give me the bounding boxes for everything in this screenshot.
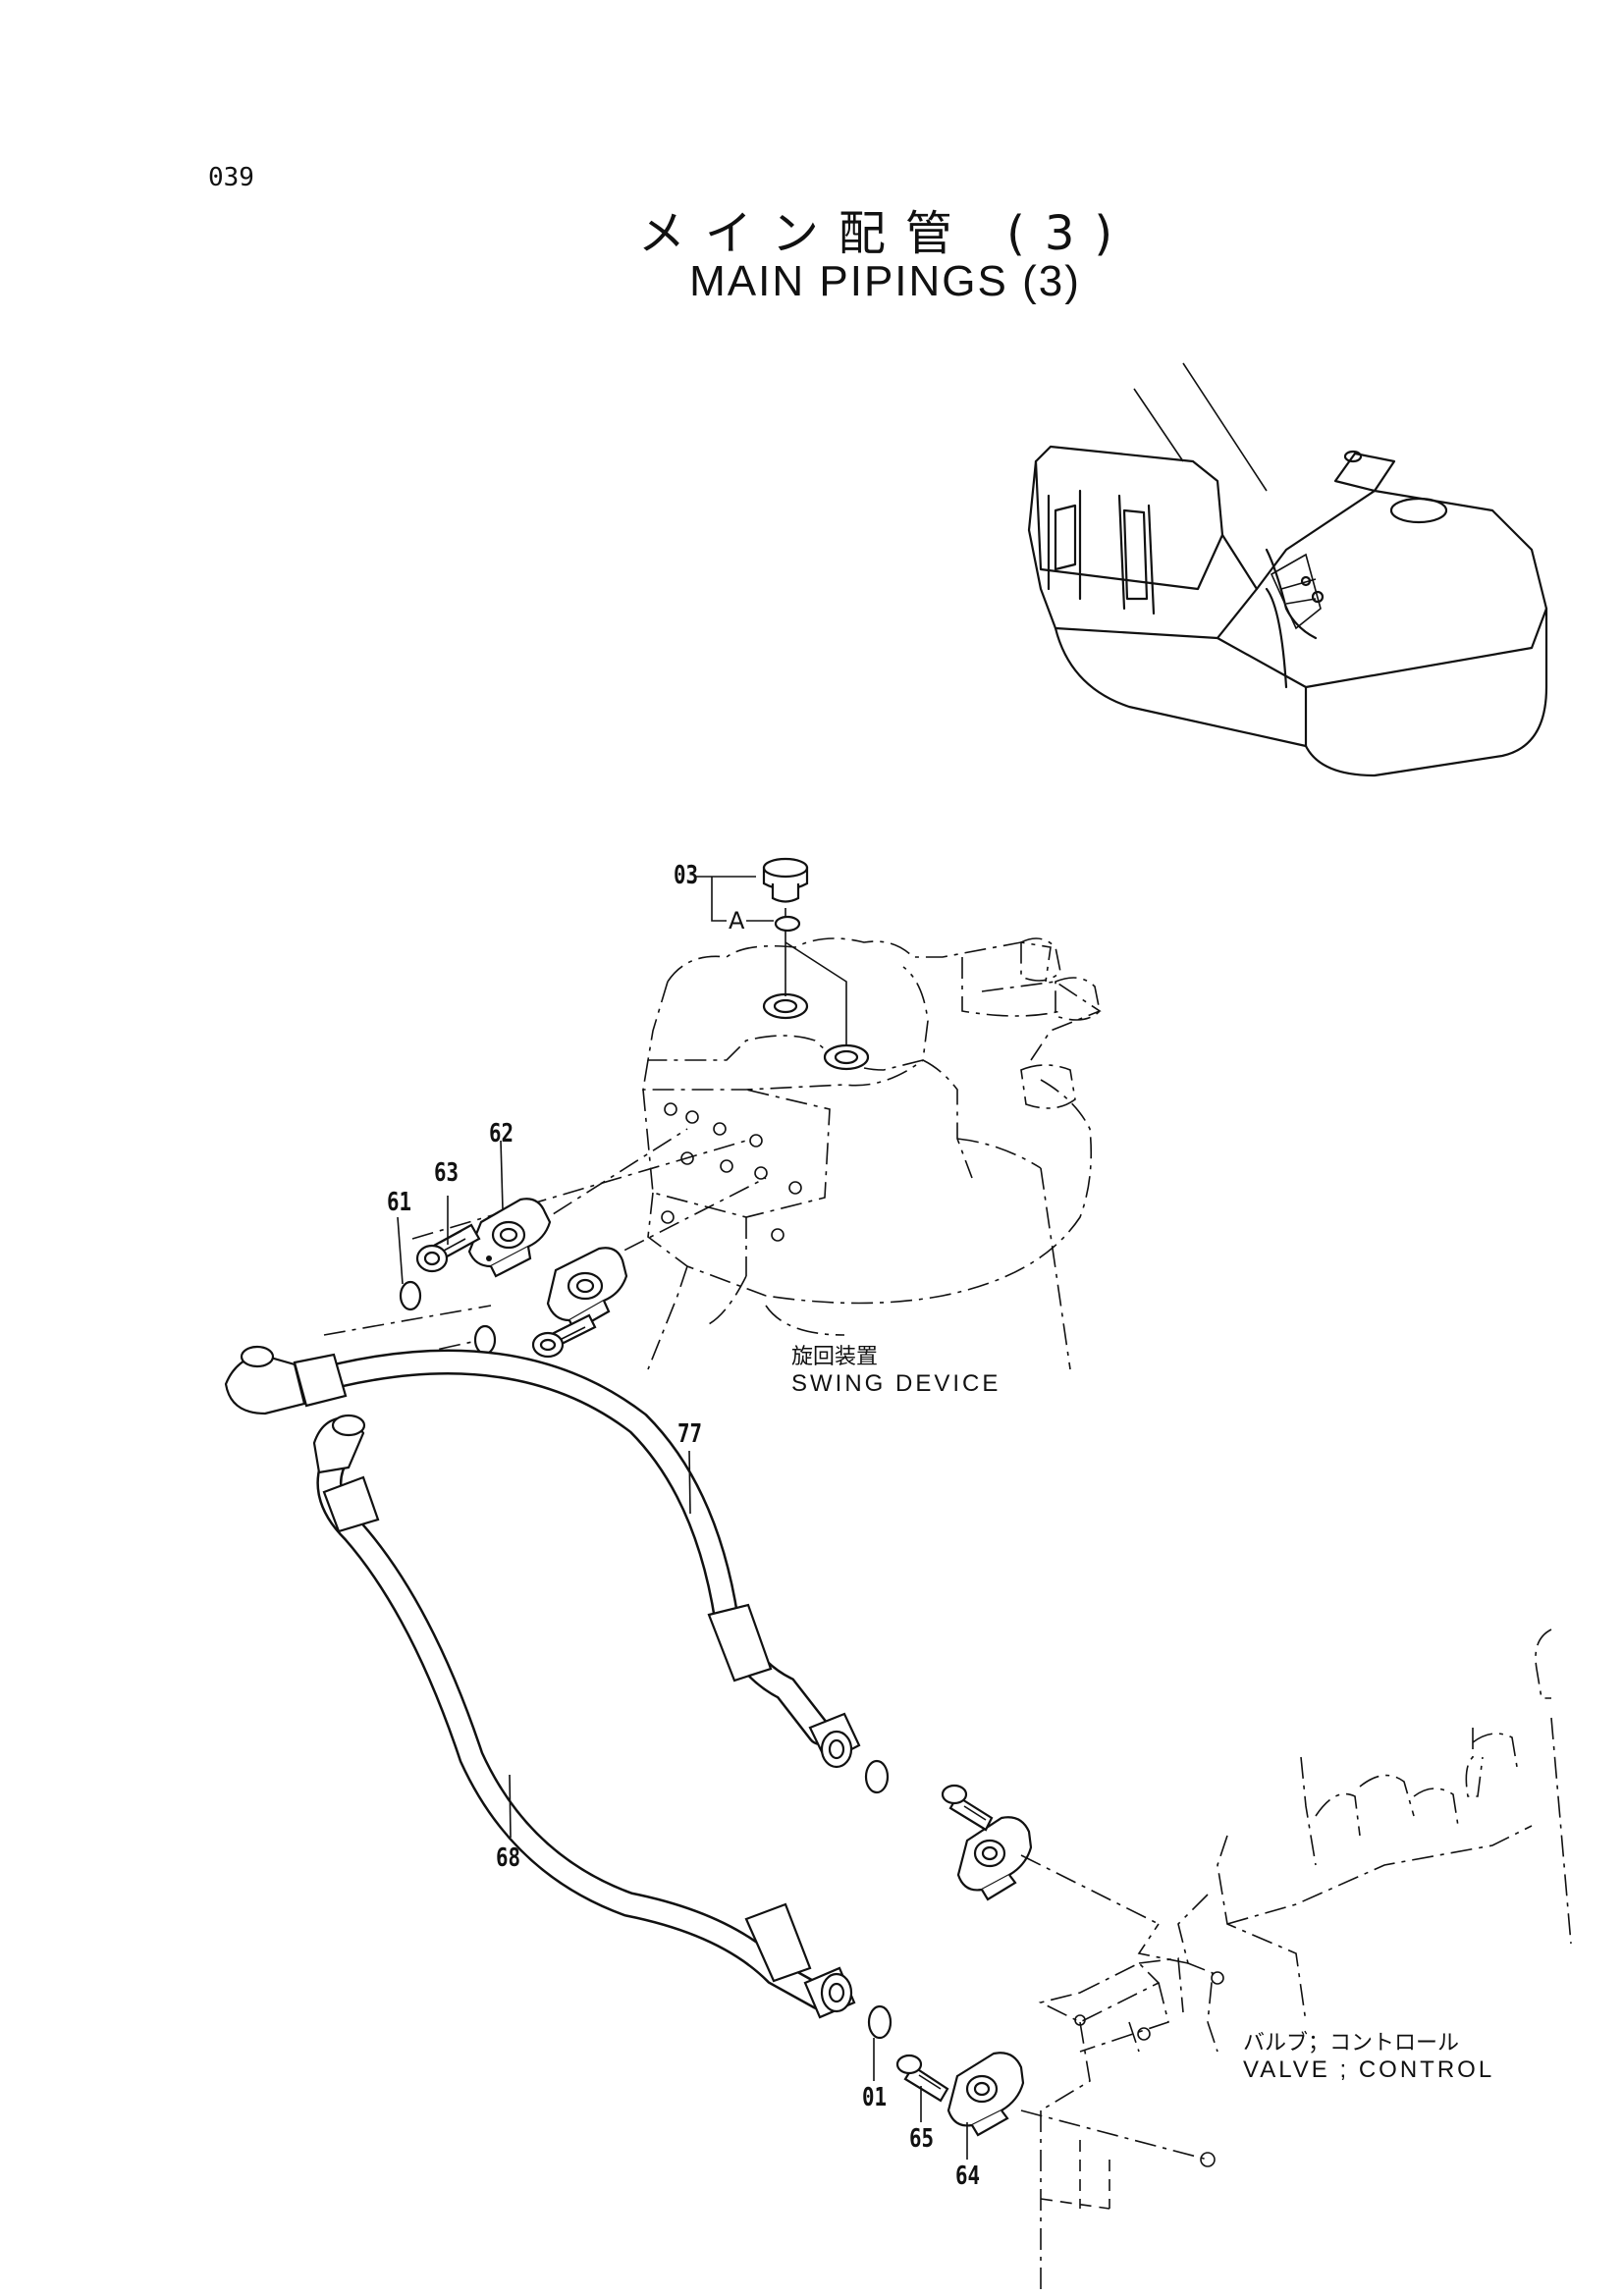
page-number: 039 [208, 163, 254, 192]
callout-65: 65 [909, 2124, 935, 2154]
split-flange-valve-upper [956, 1816, 1033, 1901]
leader-77 [688, 1450, 691, 1515]
split-flange-62 [467, 1198, 552, 1278]
bolt-valve-upper [941, 1784, 994, 1832]
leader-62 [500, 1140, 504, 1210]
leader-03-a [695, 876, 774, 922]
callout-77: 77 [677, 1419, 703, 1449]
callout-63: 63 [434, 1158, 460, 1188]
callout-64: 64 [955, 2162, 981, 2191]
control-valve-illustration [1020, 1629, 1572, 2296]
o-ring-01 [867, 2004, 893, 2040]
page-title-japanese: メイン配管 (3) [637, 206, 1133, 261]
swing-device-illustration [642, 908, 1102, 1370]
callout-61: 61 [387, 1188, 412, 1217]
callout-a: A [729, 907, 745, 934]
bolt-63 [415, 1223, 481, 1273]
callout-68: 68 [496, 1843, 521, 1873]
o-ring-a [774, 915, 801, 933]
plug-03 [762, 857, 809, 903]
split-flange-64 [947, 2052, 1025, 2137]
callout-62: 62 [489, 1119, 514, 1148]
o-ring-61 [399, 1280, 422, 1311]
swing-device-label-jp: 旋回装置 [791, 1345, 879, 1369]
excavator-overview-illustration [1027, 362, 1548, 777]
hose-68 [312, 1414, 856, 2019]
bolt-lower [531, 1313, 597, 1359]
o-ring-valve-upper [864, 1759, 890, 1794]
control-valve-label-en: VALVE ; CONTROL [1243, 2056, 1495, 2083]
bolt-65 [895, 2054, 949, 2103]
leader-61 [397, 1216, 404, 1285]
callout-01: 01 [862, 2083, 888, 2112]
callout-03: 03 [674, 861, 699, 890]
page-title-english: MAIN PIPINGS (3) [689, 257, 1081, 305]
leader-68 [509, 1774, 512, 1839]
control-valve-label-jp: バルブ；コントロール [1243, 2031, 1460, 2056]
hose-77 [224, 1345, 861, 1769]
o-ring-upper-2 [473, 1324, 497, 1356]
swing-device-label-en: SWING DEVICE [791, 1370, 1001, 1397]
